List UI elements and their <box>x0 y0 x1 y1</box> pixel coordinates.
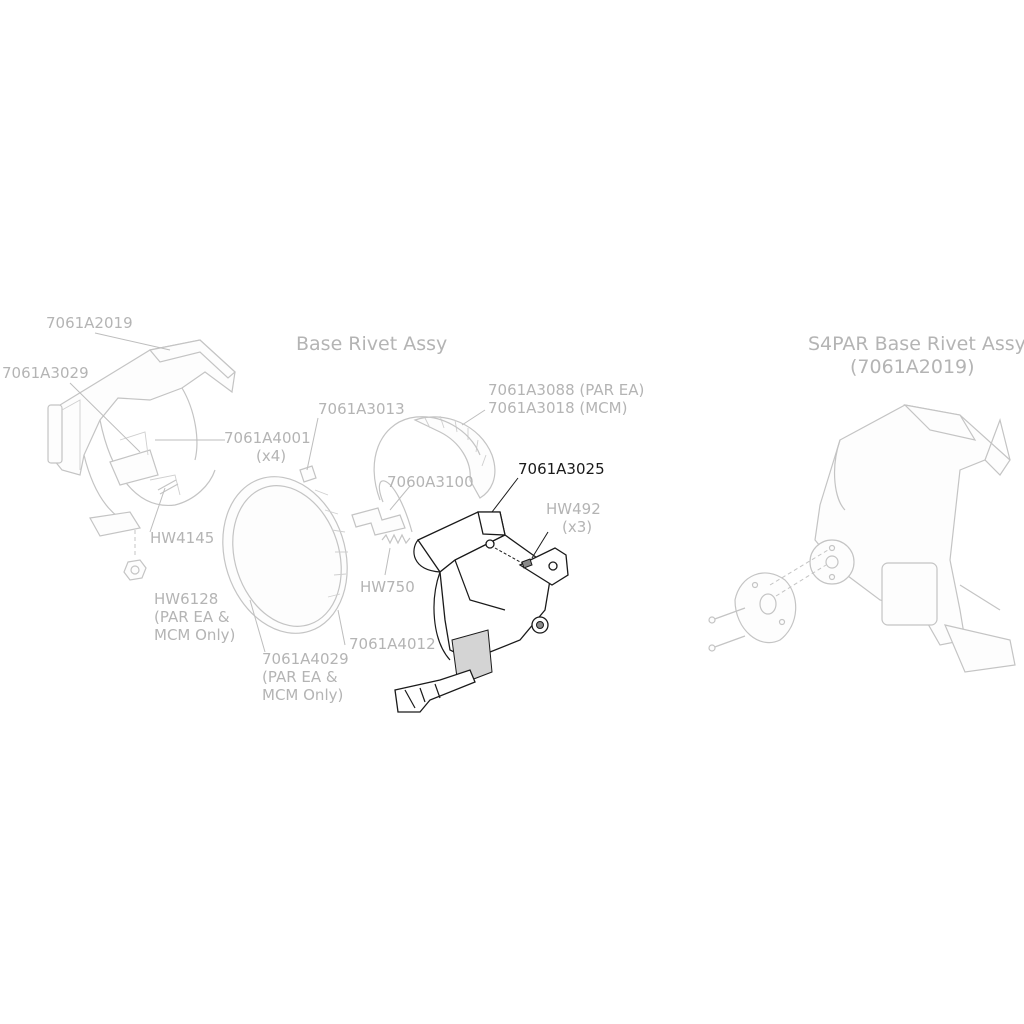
part-HW750-spring <box>381 533 411 545</box>
part-7061A4001-clip <box>299 465 317 483</box>
label-HW6128: HW6128 <box>154 590 218 608</box>
part-HW6128-nut <box>123 530 147 581</box>
part-7061A4029-ring <box>222 476 348 634</box>
label-7061A4029: 7061A4029 <box>262 650 349 668</box>
label-7061A4001: 7061A4001 <box>224 429 311 447</box>
label-7061A3088: 7061A3088 (PAR EA) <box>488 381 644 399</box>
label-7061A4029-note-1: (PAR EA & <box>262 668 338 686</box>
part-7060A3100-bracket <box>351 507 406 536</box>
leader-lines <box>69 332 519 653</box>
label-7061A2019: 7061A2019 <box>46 314 133 332</box>
label-7061A4012: 7061A4012 <box>349 635 436 653</box>
label-7061A4001-qty: (x4) <box>256 447 286 465</box>
title-base-rivet-assy: Base Rivet Assy <box>296 333 447 355</box>
label-7060A3100: 7060A3100 <box>387 473 474 491</box>
label-7061A3029: 7061A3029 <box>2 364 89 382</box>
title-s4par-part-number: (7061A2019) <box>850 356 975 378</box>
part-s4par-plate <box>708 549 829 652</box>
part-s4par-assembly <box>809 404 1016 673</box>
label-HW492-qty: (x3) <box>562 518 592 536</box>
label-HW750: HW750 <box>360 578 415 596</box>
part-HW4145-screw <box>157 479 179 495</box>
label-7061A4029-note-2: MCM Only) <box>262 686 343 704</box>
label-HW6128-note-1: (PAR EA & <box>154 608 230 626</box>
label-HW6128-note-2: MCM Only) <box>154 626 235 644</box>
title-s4par-base-rivet-assy: S4PAR Base Rivet Assy <box>808 333 1024 355</box>
part-7061A3088-reflector <box>413 415 496 499</box>
label-HW492: HW492 <box>546 500 601 518</box>
label-7061A3018: 7061A3018 (MCM) <box>488 399 627 417</box>
label-7061A3025: 7061A3025 <box>518 460 605 478</box>
part-7061A2019-housing <box>47 339 236 537</box>
label-7061A3013: 7061A3013 <box>318 400 405 418</box>
part-7061A3013-wire <box>373 416 481 533</box>
label-HW4145: HW4145 <box>150 529 214 547</box>
part-7061A3025-cover <box>394 511 569 713</box>
